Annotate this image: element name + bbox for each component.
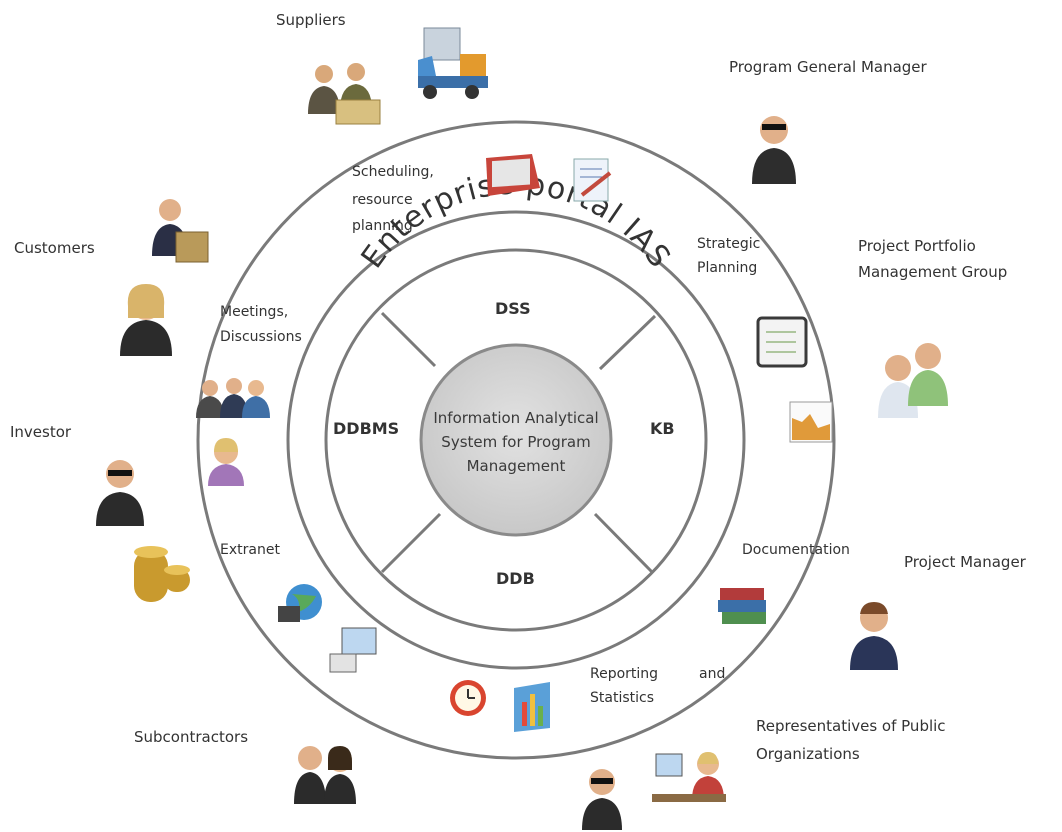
- calendar-icon: [486, 154, 540, 196]
- module-ddbms: DDBMS: [333, 419, 400, 438]
- stakeholder-subcontractors: Subcontractors: [134, 728, 249, 746]
- service-extranet: Extranet: [220, 542, 280, 558]
- customer-man-icon: [152, 199, 209, 263]
- center-line-1: Information Analytical: [433, 409, 599, 427]
- middle-ring: [286, 210, 746, 670]
- service-scheduling-1: Scheduling,: [352, 164, 434, 180]
- stakeholder-investor: Investor: [10, 423, 72, 441]
- service-meetings-1: Meetings,: [220, 304, 289, 320]
- spoke-top-right: [598, 314, 657, 371]
- center-system-label: Information Analytical System for Progra…: [410, 406, 622, 478]
- program-manager-person-icon: [752, 116, 796, 184]
- meeting-group-icon: [196, 378, 270, 418]
- alarm-clock-icon: [450, 680, 486, 716]
- service-scheduling-2: resource: [352, 192, 413, 208]
- stakeholder-public-orgs-2: Organizations: [756, 745, 860, 763]
- truck-icon: [418, 27, 488, 99]
- customer-woman-icon: [120, 284, 172, 356]
- module-kb: KB: [650, 419, 675, 438]
- service-meetings-2: Discussions: [220, 329, 302, 345]
- center-line-3: Management: [466, 457, 566, 475]
- bar-chart-icon: [514, 682, 550, 732]
- service-strategic-2: Planning: [697, 260, 758, 276]
- center-disc: [419, 343, 613, 537]
- stakeholder-portfolio-1: Project Portfolio: [858, 237, 976, 255]
- stakeholder-project-manager: Project Manager: [904, 553, 1026, 571]
- subcontractors-people-icon: [294, 746, 356, 804]
- center-line-2: System for Program: [441, 433, 591, 451]
- stakeholder-suppliers: Suppliers: [276, 11, 346, 29]
- stakeholder-customers: Customers: [14, 239, 95, 257]
- stakeholder-portfolio-2: Management Group: [858, 263, 1008, 281]
- coins-icon: [134, 546, 190, 602]
- document-pen-icon: [573, 158, 612, 202]
- books-icon: [718, 588, 766, 624]
- module-ddb: DDB: [496, 569, 535, 588]
- support-operator-icon: [208, 438, 244, 486]
- computer-icon: [329, 627, 377, 673]
- service-reporting-3: Statistics: [590, 690, 654, 706]
- service-documentation: Documentation: [742, 542, 850, 558]
- public-rep-woman-icon: [652, 752, 726, 802]
- service-scheduling-3: planning: [352, 218, 413, 234]
- inner-ring: [324, 248, 708, 632]
- portfolio-group-icon: [878, 343, 948, 418]
- module-dss: DSS: [495, 299, 531, 318]
- spoke-bottom-right: [593, 512, 654, 574]
- suppliers-people-icon: [308, 63, 381, 125]
- service-reporting-1: Reporting: [590, 666, 659, 682]
- project-manager-person-icon: [850, 602, 898, 670]
- stakeholder-program-general-manager: Program General Manager: [729, 58, 927, 76]
- service-reporting-2: and: [699, 666, 726, 682]
- investor-person-icon: [96, 460, 144, 526]
- service-strategic-1: Strategic: [697, 236, 761, 252]
- spoke-top-left: [380, 311, 437, 368]
- outer-ring: [196, 120, 836, 760]
- spoke-bottom-left: [380, 512, 442, 574]
- globe-network-icon: [278, 584, 322, 622]
- checklist-icon: [756, 316, 808, 368]
- area-chart-icon: [789, 401, 833, 443]
- stakeholder-public-orgs-1: Representatives of Public: [756, 717, 946, 735]
- public-rep-man-icon: [582, 769, 622, 830]
